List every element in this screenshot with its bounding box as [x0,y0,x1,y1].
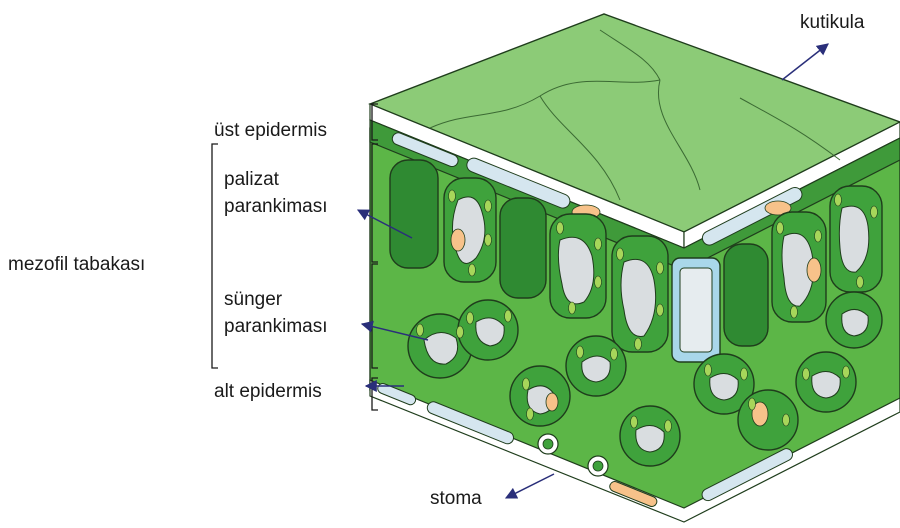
palisade-cell [500,198,546,298]
cuticle-label: kutikula [800,12,864,34]
vacuole [680,268,712,352]
stoma-arrow [506,474,554,498]
palisade-label-line-2: parankiması [224,193,328,220]
palisade-cell [724,244,768,346]
vacuole [842,309,868,336]
palisade-label: palizat parankiması [224,166,328,220]
vacuole [636,425,664,452]
spongy-label-line-1: sünger [224,286,328,313]
vacuole [812,371,840,398]
stoma-label: stoma [430,488,482,510]
lower-epidermis-label: alt epidermis [214,381,322,403]
palisade-label-line-1: palizat [224,166,328,193]
nucleus [807,258,821,282]
upper-epidermis-label: üst epidermis [214,120,327,142]
spongy-label: sünger parankiması [224,286,328,340]
nucleus [451,229,465,251]
nucleus [546,393,558,411]
spongy-label-line-2: parankiması [224,313,328,340]
mesophyll-bracket [212,144,218,368]
vacuole [710,373,738,400]
palisade-cell [390,160,438,268]
cuticle-arrow [782,44,828,80]
mesophyll-label: mezofil tabakası [8,254,145,276]
vacuole [582,356,610,382]
